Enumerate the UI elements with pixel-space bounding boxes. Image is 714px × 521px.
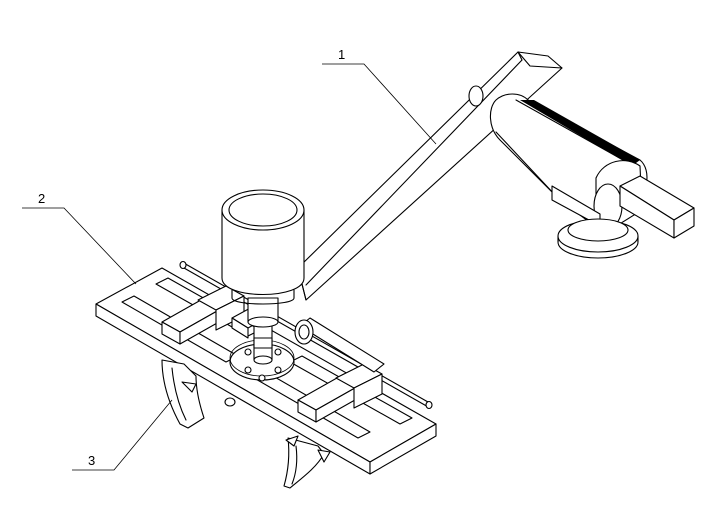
robot-arm xyxy=(297,51,695,301)
label-3: 3 xyxy=(88,453,95,468)
label-2: 2 xyxy=(38,191,45,206)
motor-assembly xyxy=(221,189,305,382)
leader-line-1 xyxy=(322,63,437,145)
label-1: 1 xyxy=(338,47,345,62)
callouts: 1 2 3 xyxy=(22,47,437,471)
leader-line-2 xyxy=(22,207,137,285)
gripper-fingers xyxy=(161,359,331,489)
leader-line-3 xyxy=(72,399,173,471)
